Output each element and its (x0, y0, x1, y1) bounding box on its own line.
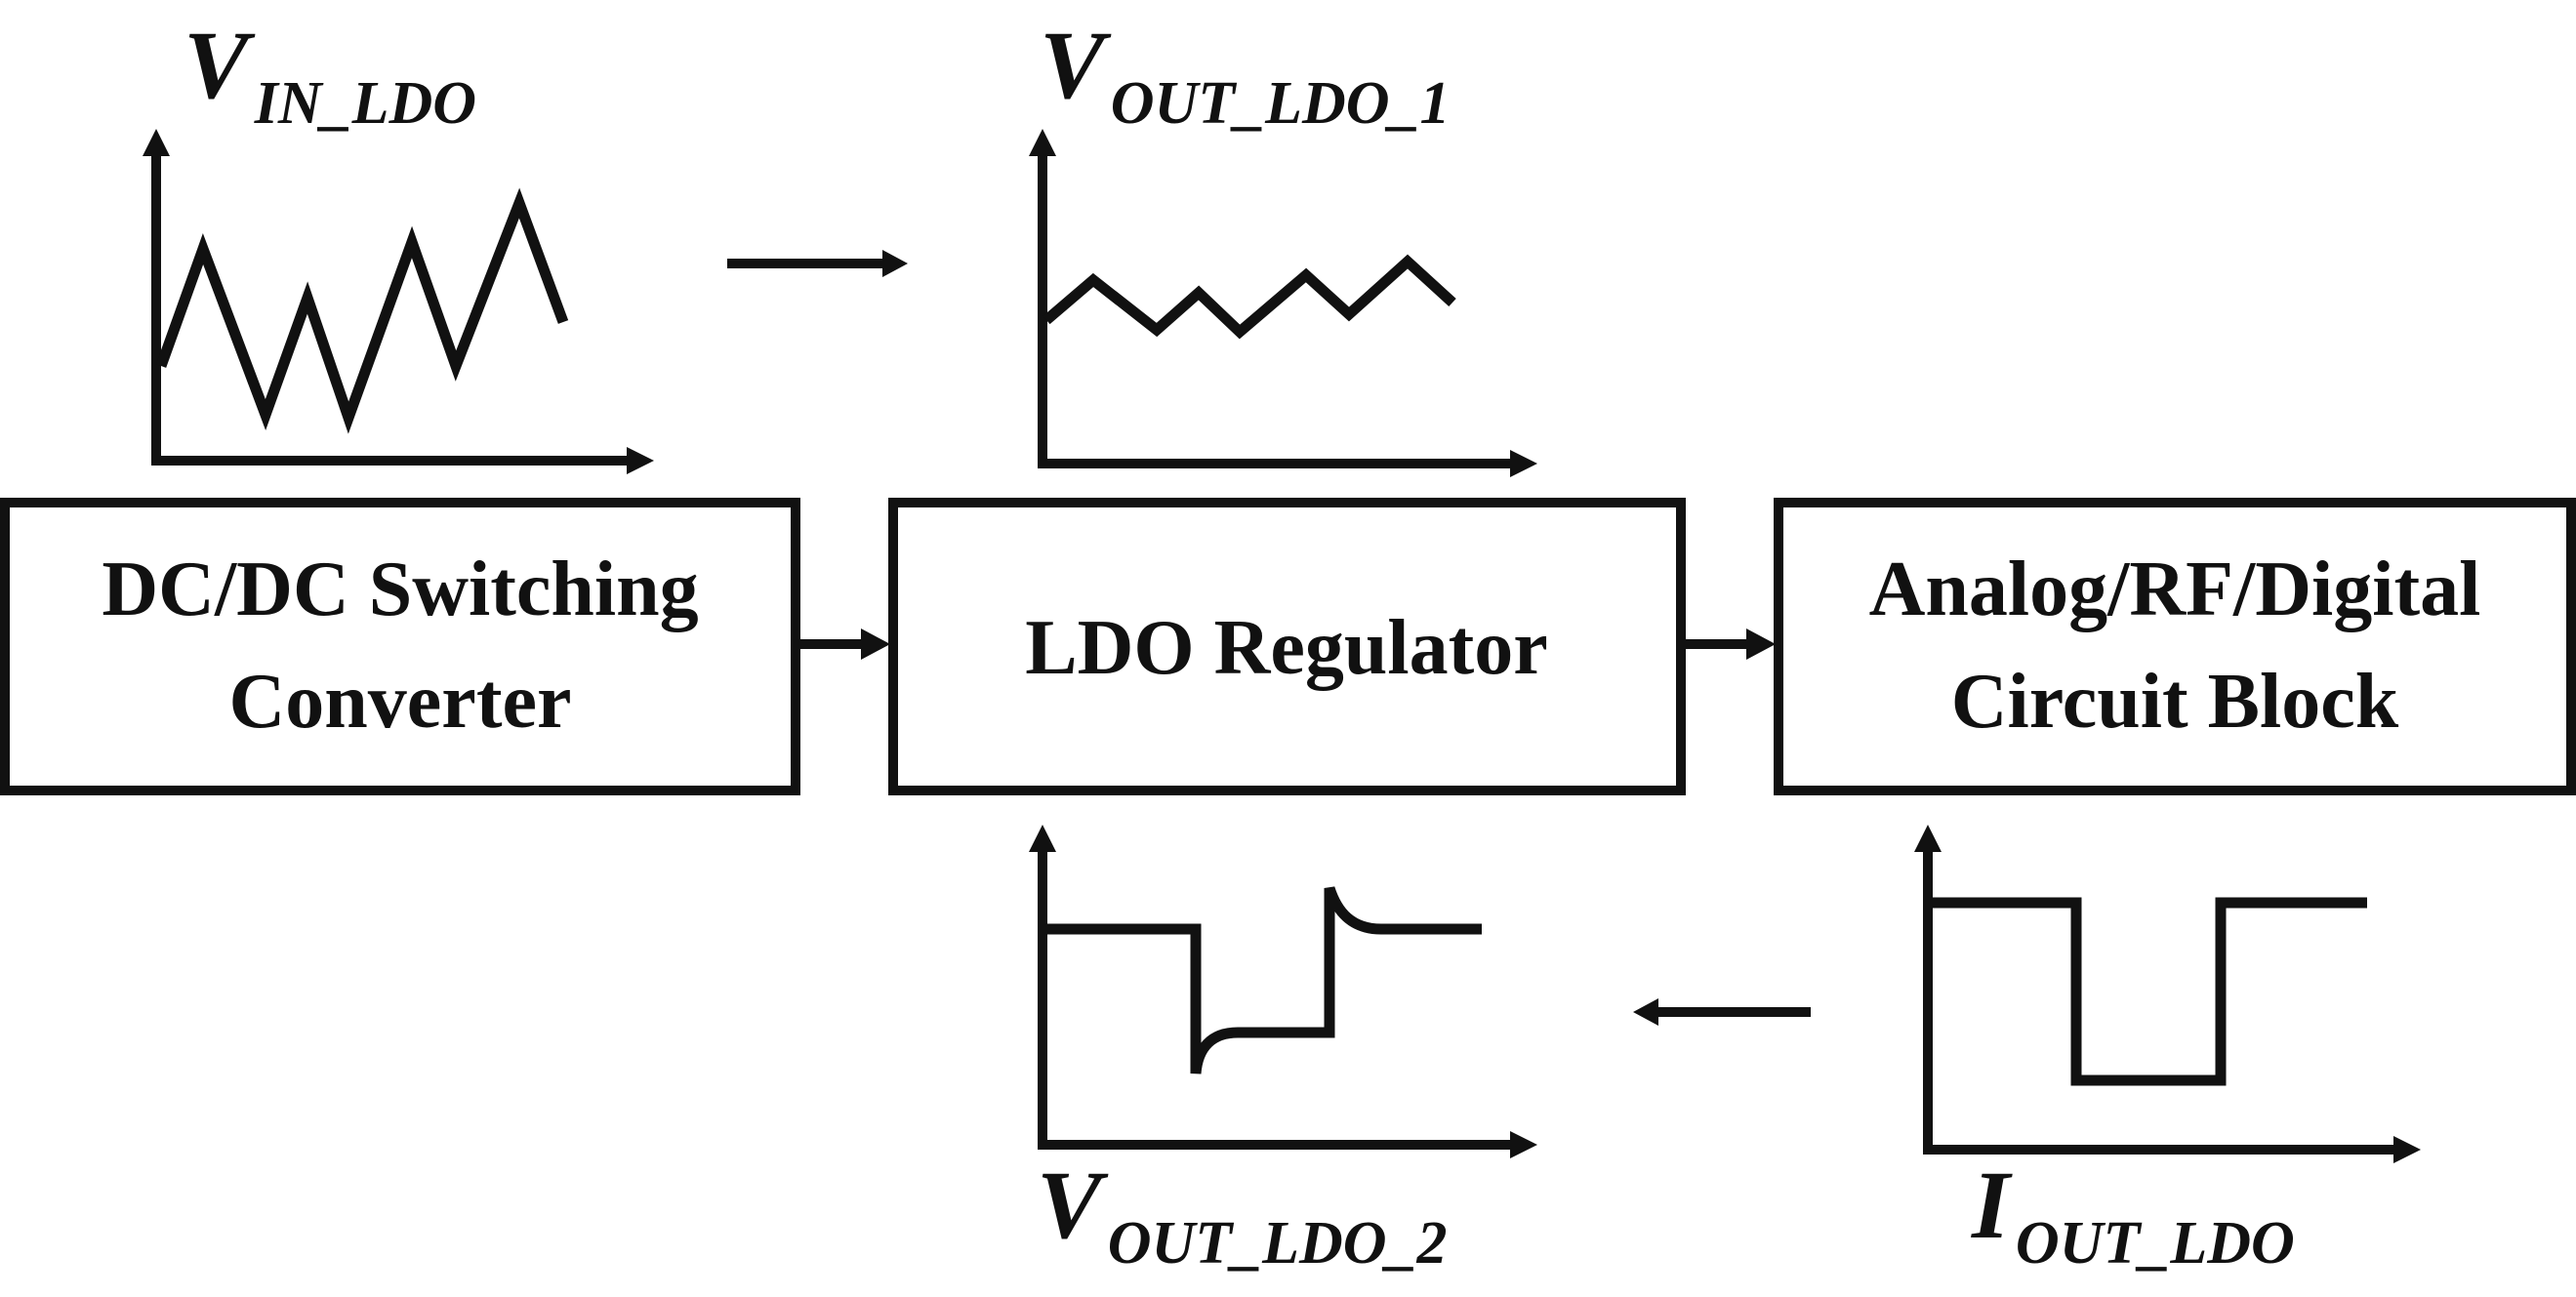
vin-y-axis-arrowhead (143, 129, 170, 156)
ldo-regulator-block: LDO Regulator (888, 498, 1686, 795)
circuit-block: Analog/RF/Digital Circuit Block (1774, 498, 2576, 795)
vout1-y-axis-arrowhead (1029, 129, 1056, 156)
vin-x-axis-arrowhead (627, 447, 654, 474)
arrow-ldo-to-circuit (1681, 628, 1776, 660)
circuit-block-label-line2: Circuit Block (1951, 659, 2399, 745)
iout-step-trace (1933, 897, 2367, 1086)
iout-waveform-plot: IOUT_LDO (1914, 825, 2421, 1277)
vout1-waveform-plot: VOUT_LDO_1 (1029, 11, 1537, 477)
arrow-iout-to-vout2 (1633, 998, 1811, 1026)
iout-label: IOUT_LDO (1971, 1151, 2295, 1277)
converter-label-line2: Converter (229, 659, 572, 745)
converter-block: DC/DC Switching Converter (0, 498, 800, 795)
vin-sawtooth-trace (155, 187, 569, 434)
vout1-ripple-trace (1043, 254, 1456, 340)
vout2-transient-trace (1046, 886, 1482, 1074)
circuit-block-label-line1: Analog/RF/Digital (1869, 547, 2481, 632)
iout-y-axis-arrowhead (1914, 825, 1942, 852)
vout1-x-axis-arrowhead (1510, 450, 1537, 477)
vout2-x-axis-arrowhead (1510, 1131, 1537, 1158)
vout2-waveform-plot: VOUT_LDO_2 (1029, 825, 1537, 1277)
vin-waveform-plot: VIN_LDO (143, 11, 654, 474)
iout-x-axis-arrowhead (2393, 1136, 2421, 1163)
vout2-y-axis-arrowhead (1029, 825, 1056, 852)
vout1-label: VOUT_LDO_1 (1040, 11, 1451, 137)
converter-label-line1: DC/DC Switching (102, 547, 698, 632)
vin-label: VIN_LDO (184, 11, 476, 137)
arrow-vin-to-vout1 (727, 250, 908, 277)
vout2-label: VOUT_LDO_2 (1037, 1151, 1448, 1277)
arrow-converter-to-ldo (796, 628, 890, 660)
ldo-regulator-label: LDO Regulator (1025, 605, 1548, 691)
